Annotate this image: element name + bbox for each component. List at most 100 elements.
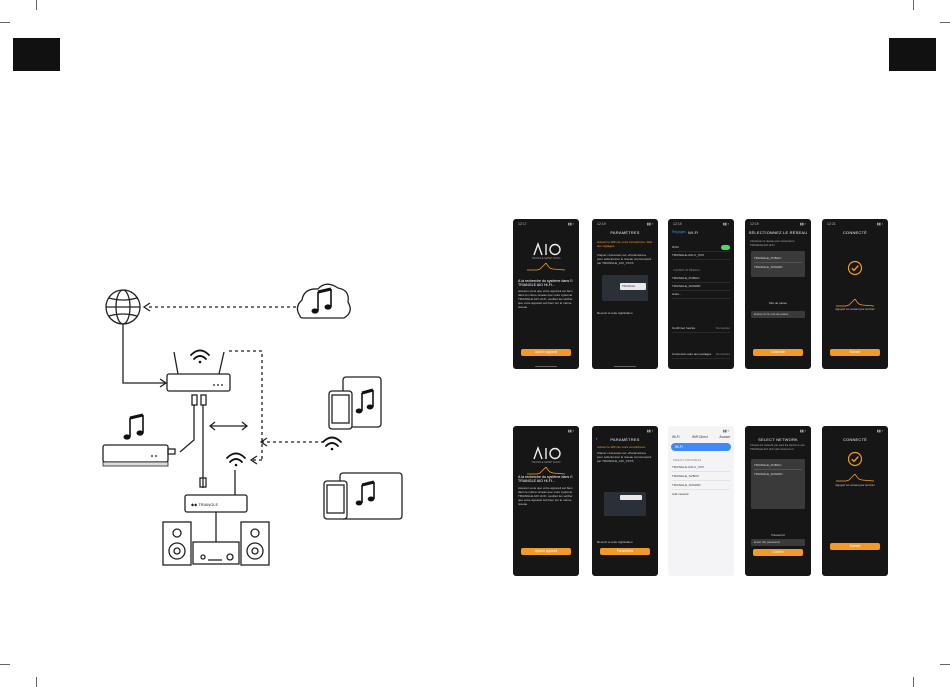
add-network-item[interactable]: Add network [672, 492, 689, 496]
network-list [751, 459, 805, 509]
check-circle-icon [847, 260, 863, 276]
streamer-label: ◆◆ TRIANGLE [191, 502, 219, 507]
crop-mark [36, 0, 37, 10]
back-link[interactable]: Réglages [672, 230, 686, 234]
connect-button[interactable]: Connecter [753, 349, 803, 356]
wifi-icon [322, 436, 342, 451]
left-corner-tab [13, 38, 60, 71]
confirm-button[interactable]: Confirm [753, 549, 803, 556]
status-time: 12:21 [827, 222, 836, 226]
phone-connected-screen-fr: 12:21▮▮ ▪ CONNECTÉ Appuyez sur suivant p… [822, 219, 888, 369]
network-item[interactable]: TRIANGLE_PUBLIC [754, 462, 802, 470]
screen-title: SÉLECTIONNEZ LE RÉSEAU [748, 230, 808, 235]
status-time: 12:19 [597, 222, 606, 226]
right-corner-tab [889, 38, 936, 71]
status-time: 12:19 [750, 222, 759, 226]
step-one-text: Cliquer ci-dessous sur «Paramètres» pour… [597, 253, 652, 265]
status-time: 12:19 [673, 222, 682, 226]
aio-logo [533, 242, 561, 256]
search-body: Assurez-vous que votre appareil est bien… [518, 289, 573, 309]
connected-network[interactable]: TRIANGLE-AIO-C_XXX [672, 252, 730, 260]
waveform-icon [527, 263, 565, 271]
waveform-icon [527, 467, 565, 475]
crop-mark [940, 22, 950, 23]
network-item[interactable]: TRIANGLE_PUBLIC [754, 255, 802, 263]
wifi-toggle[interactable] [721, 245, 730, 250]
password-field[interactable]: Entrez ici le mot de passe [751, 311, 805, 318]
wifi-toggle-bar[interactable]: Wi-Fi [671, 443, 731, 451]
network-item[interactable]: TRIANGLE_SOGRID [754, 472, 783, 476]
search-heading: A la recherche du système dans l'i TRIAN… [518, 475, 573, 483]
step-one-text: Cliquer ci-dessous sur «Paramètres» pour… [597, 451, 652, 463]
connected-message: Appuyez sur suivant pour terminer [835, 484, 875, 487]
app-subtitle: TRIANGLE SMART AUDIO [531, 257, 561, 260]
screen-title: WiFi Direct [692, 435, 708, 439]
crop-mark [0, 664, 10, 665]
network-item[interactable]: TRIANGLE-AIO-C_XXX [672, 464, 730, 472]
phone-search-screen-android: ▮▮ ▪ TRIANGLE SMART AUDIO A la recherche… [513, 426, 579, 576]
cloud-music-icon [296, 283, 351, 319]
network-row-preview: TRIANGLE [620, 283, 646, 290]
parameters-button[interactable]: Paramètres [600, 548, 650, 555]
crop-mark [0, 22, 10, 23]
phone-ios-wifi-screen: 12:19▮▮ ▪ Réglages Wi-Fi Wi-Fi TRIANGLE-… [668, 219, 734, 369]
phone-connected-screen-en: ▮▮ ▪ CONNECTÉ Appuyez sur suivant pour t… [822, 426, 888, 576]
wifi-label: Wi-Fi [672, 245, 679, 249]
wifi-icon [226, 452, 246, 467]
phone-select-network-screen-fr: 12:19▮▮ ▪ SÉLECTIONNEZ LE RÉSEAU Choisis… [745, 219, 811, 369]
wifi-toggle-row: Wi-Fi [672, 244, 730, 252]
speaker-icon [162, 521, 270, 566]
music-note-icon [355, 388, 374, 414]
network-section-header: RÉSEAUX DISPONIBLES [673, 459, 702, 462]
phone-select-network-screen-en: ▮▮ ▪ SELECT NETWORK Choose the network y… [745, 426, 811, 576]
crop-mark [913, 677, 914, 687]
back-link[interactable]: Wi-Fi [672, 435, 680, 439]
music-note-icon [355, 480, 375, 506]
music-note-icon [311, 287, 332, 314]
next-button[interactable]: Suivant [830, 543, 880, 550]
status-time: 12:17 [518, 222, 527, 226]
network-player-icon [102, 444, 169, 467]
globe-icon [105, 289, 141, 325]
phone-android-wifi-screen: ▮▮ ▪ Wi-Fi WiFi Direct Avancé Wi-Fi RÉSE… [668, 426, 734, 576]
add-device-button[interactable]: Ajouter appareil [521, 548, 571, 555]
password-field[interactable]: Enter the password [751, 539, 805, 546]
waveform-icon [836, 299, 874, 307]
advanced-link[interactable]: Avancé [719, 435, 730, 439]
phone-parameters-screen-fr: 12:19▮▮ ▪ PARAMÈTRES Activez le WiFi de … [592, 219, 658, 369]
network-item[interactable]: TRIANGLE_SOGRID [672, 283, 730, 291]
wifi-warning: Activez le WiFi de votre smartphone. [597, 445, 646, 449]
back-arrow-icon[interactable]: ‹ [596, 436, 598, 441]
add-device-button[interactable]: Ajouter appareil [521, 349, 571, 356]
network-item[interactable]: TRIANGLE_SOGRID [672, 482, 730, 490]
screen-title: CONNECTÉ [842, 230, 868, 235]
network-item[interactable]: TRIANGLE_SVBOX [672, 473, 730, 481]
amplifier-icon [192, 541, 240, 565]
crop-mark [36, 677, 37, 687]
search-heading: A la recherche du système dans l'i TRIAN… [518, 279, 573, 287]
router-icon [166, 351, 231, 392]
step-two-text: Revenir à cette Application [597, 311, 633, 315]
password-label: Mot de passe [768, 301, 787, 305]
wifi-warning: Activez le WiFi de votre smartphone. All… [597, 240, 653, 248]
check-circle-icon [847, 451, 863, 467]
step-two-text: Revenir à cette Application [597, 540, 633, 544]
network-list [751, 251, 805, 277]
screen-title: CONNECTÉ [842, 437, 868, 442]
network-section-header: CHOISIR UN RÉSEAU... [673, 269, 702, 272]
screen-title: PARAMÈTRES [610, 230, 640, 235]
network-item[interactable]: Autre... [672, 291, 730, 299]
intro-text: Choose the network you want the device t… [750, 444, 806, 451]
crop-mark [940, 664, 950, 665]
intro-text: Choisissez le réseau pour connecter le T… [750, 240, 795, 247]
network-item[interactable]: TRIANGLE_SOGRID [754, 265, 783, 269]
network-row-preview [620, 495, 642, 500]
password-label: Password [771, 533, 785, 537]
screen-title: Wi-Fi [688, 230, 699, 235]
next-button[interactable]: Suivant [830, 349, 880, 356]
screen-title: SELECT NETWORK [758, 437, 798, 442]
waveform-icon [836, 474, 874, 482]
network-item[interactable]: TRIANGLE_PUBLIC [672, 275, 730, 283]
